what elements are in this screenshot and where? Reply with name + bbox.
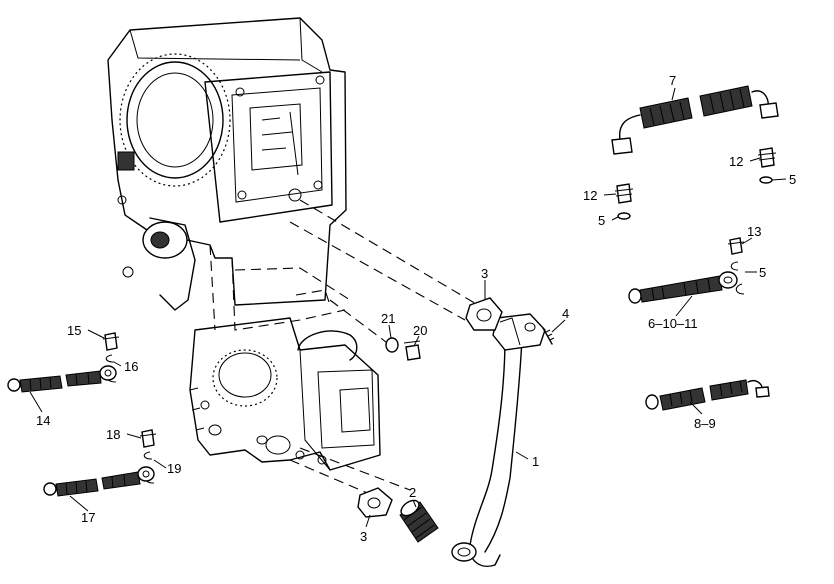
callout-21: 21	[381, 311, 395, 326]
callout-8-9: 8–9	[694, 416, 716, 431]
leader-lines	[29, 87, 787, 528]
part-14-hose	[7, 365, 117, 393]
callout-5-mid: 5	[759, 265, 766, 280]
part-5-washers-mid	[730, 261, 745, 295]
part-4-bolt	[542, 327, 555, 345]
callout-5-left: 5	[598, 213, 605, 228]
callout-12-right: 12	[729, 154, 743, 169]
part-18-banjo-bolt	[139, 429, 157, 448]
part-2-filter	[399, 499, 439, 543]
part-3-gasket-lower	[357, 487, 393, 518]
callout-6-10-11: 6–10–11	[648, 316, 698, 331]
callout-13: 13	[747, 224, 761, 239]
callout-17: 17	[81, 510, 95, 525]
callout-18: 18	[106, 427, 120, 442]
assembly-guide-lines	[289, 199, 479, 496]
part-12-union-right	[757, 147, 777, 168]
part-15-banjo-bolt	[102, 332, 120, 351]
callout-20: 20	[413, 323, 427, 338]
callout-3-upper: 3	[481, 266, 488, 281]
callout-4: 4	[562, 306, 569, 321]
callout-1: 1	[532, 454, 539, 469]
part-5-washer-right	[759, 176, 773, 184]
part-12-union-left	[614, 183, 634, 204]
part-21-seal	[385, 337, 399, 353]
transmission-housing	[107, 17, 381, 471]
callout-5-right: 5	[789, 172, 796, 187]
callout-19: 19	[167, 461, 181, 476]
callout-7: 7	[669, 73, 676, 88]
part-8-9-hose	[645, 379, 770, 411]
callout-16: 16	[124, 359, 138, 374]
callout-3-lower: 3	[360, 529, 367, 544]
callout-labels: 1 2 3 3 4 5 5 5 6–10–11 7 8–9 12 12 13 1…	[36, 73, 796, 544]
callout-14: 14	[36, 413, 50, 428]
part-6-10-11-hose	[628, 271, 738, 304]
part-20-plug	[403, 340, 421, 361]
part-1-oil-pipe	[451, 313, 546, 567]
callout-15: 15	[67, 323, 81, 338]
part-7-hose	[611, 85, 779, 155]
part-3-gasket-upper	[465, 297, 503, 331]
callout-2: 2	[409, 485, 416, 500]
callout-12-left: 12	[583, 188, 597, 203]
part-13-banjo-bolt	[727, 237, 745, 255]
part-5-washer-left	[617, 212, 631, 220]
part-17-hose	[43, 466, 155, 497]
